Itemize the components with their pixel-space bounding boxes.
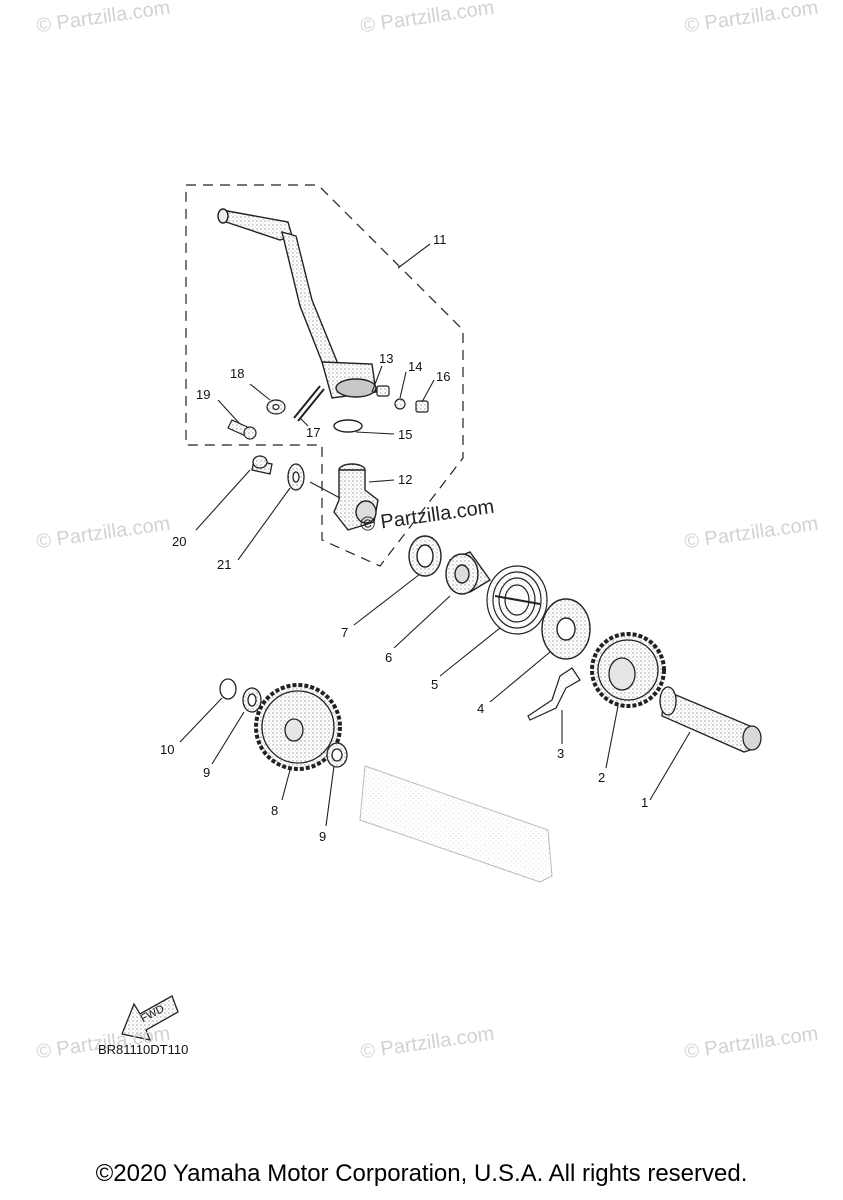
callout-12: 12 [398, 472, 413, 487]
callout-1: 1 [641, 795, 649, 810]
kick-arm-assembly-boundary [185, 184, 464, 567]
callout-3: 3 [557, 746, 565, 761]
main-axle [359, 765, 553, 883]
leader-lines [179, 243, 691, 827]
callout-20: 20 [172, 534, 187, 549]
callout-11: 11 [433, 232, 447, 247]
bolt-washer-parts [251, 455, 305, 491]
idler-gear-parts [219, 678, 348, 771]
callout-9b: 9 [319, 829, 327, 844]
washer-seven [408, 535, 442, 577]
washer-four [541, 598, 591, 660]
callout-13: 13 [379, 351, 394, 366]
callout-17: 17 [306, 425, 321, 440]
callout-5: 5 [431, 677, 439, 692]
copyright-notice: ©2020 Yamaha Motor Corporation, U.S.A. A… [95, 1160, 748, 1187]
callout-7: 7 [341, 625, 349, 640]
clip-three [527, 667, 581, 721]
o-ring-part [333, 419, 363, 433]
callout-2: 2 [598, 770, 606, 785]
gear-two [590, 632, 666, 708]
callout-19: 19 [196, 387, 211, 402]
callout-18: 18 [230, 366, 245, 381]
spring-five [486, 565, 548, 635]
kick-boss-part [333, 463, 379, 531]
callout-14: 14 [408, 359, 423, 374]
collar-six [445, 551, 492, 595]
diagram-code: BR81110DT110 [98, 1042, 189, 1057]
kick-arm-part [217, 208, 377, 399]
callout-6: 6 [385, 650, 393, 665]
callout-15: 15 [398, 427, 413, 442]
callout-21: 21 [217, 557, 232, 572]
callout-9a: 9 [203, 765, 211, 780]
callout-4: 4 [477, 701, 485, 716]
callout-16: 16 [436, 369, 451, 384]
callout-8: 8 [271, 803, 279, 818]
fwd-arrow-icon [121, 995, 179, 1041]
callout-10: 10 [160, 742, 175, 757]
kick-shaft-one [659, 686, 762, 753]
kick-arm-hardware [227, 385, 429, 440]
